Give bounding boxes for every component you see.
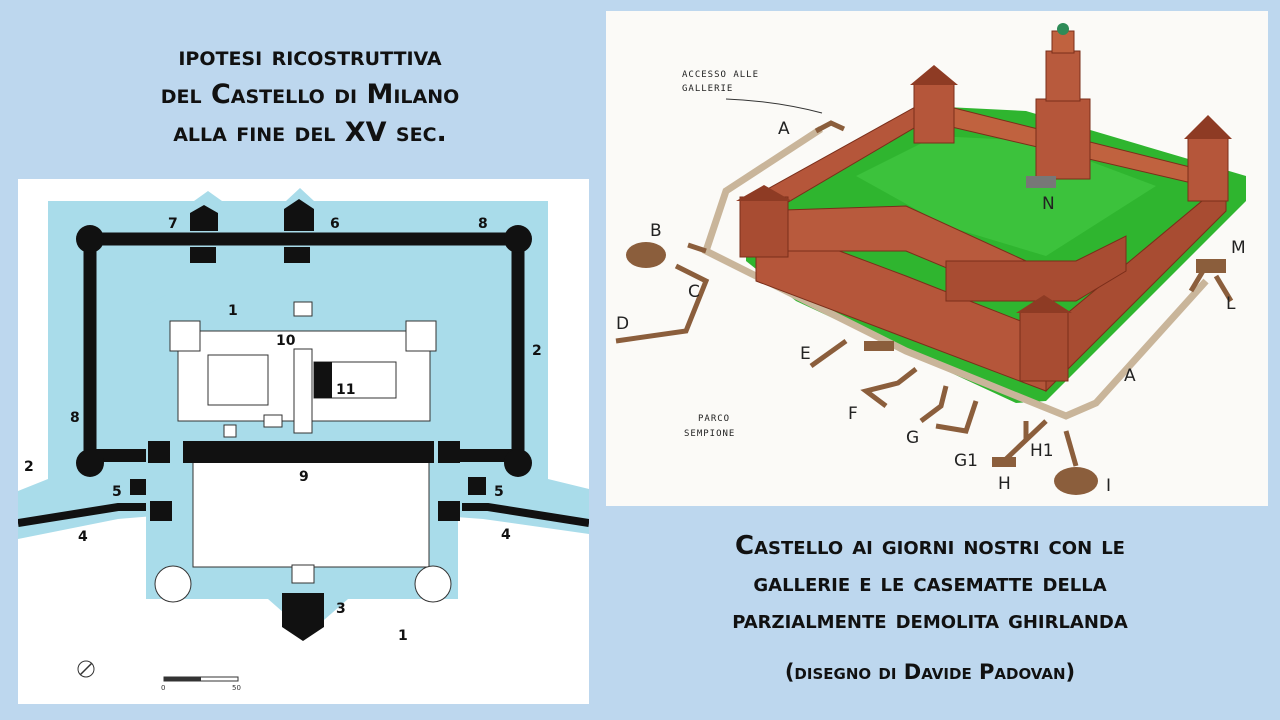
label-8-left: 8	[70, 410, 80, 426]
corner-tower-front-right	[1016, 295, 1072, 382]
label-M: M	[1231, 238, 1246, 258]
casemate-right-1	[438, 441, 460, 463]
small-block-2	[263, 414, 283, 428]
courtyard-marker	[1026, 176, 1056, 188]
label-8-top: 8	[478, 216, 488, 232]
scale-end-label: 50	[232, 684, 241, 692]
wall-9	[183, 441, 434, 463]
casemate-tunnels	[615, 120, 1234, 467]
plan-title-line-1: ipotesi ricostruttiva	[178, 41, 442, 72]
tower-8-right-top	[504, 225, 532, 253]
ravelin-3	[282, 593, 324, 641]
label-F: F	[848, 404, 858, 424]
building-11	[314, 362, 332, 398]
wall-4-left	[18, 503, 146, 527]
label-H1: H1	[1030, 441, 1054, 461]
corner-tower-bottom-left	[154, 565, 192, 603]
isometric-title-line-2: gallerie e le casematte della	[753, 568, 1107, 598]
park-note-line-1: PARCO	[698, 414, 730, 424]
gate-1-top	[293, 301, 313, 317]
filarete-tower	[1035, 23, 1091, 180]
scale-start-label: 0	[161, 684, 165, 692]
label-3: 3	[336, 601, 346, 617]
tower-8-left-top	[76, 225, 104, 253]
access-pointer	[725, 98, 823, 114]
plan-title-line-2: del Castello di Milano	[160, 79, 460, 110]
isometric-title-line-1: Castello ai giorni nostri con le	[735, 531, 1125, 561]
castle-plan-drawing: 7 6 8 1 10 11 2 8 2 9 5 5 4 4 3 1 0 50	[18, 188, 589, 692]
casemate-left-3	[150, 501, 172, 521]
casemate-right-3	[438, 501, 460, 521]
label-N: N	[1042, 194, 1055, 214]
label-1-bottom: 1	[398, 628, 408, 644]
gate-7	[190, 247, 216, 263]
castle-isometric-panel: ACCESSO ALLE GALLERIE PARCO SEMPIONE A B…	[606, 11, 1268, 506]
label-7: 7	[168, 216, 178, 232]
castle-courtyard-lower	[192, 448, 430, 568]
outer-wall	[83, 232, 525, 463]
casemate-right-2	[468, 477, 486, 495]
label-A-top: A	[778, 119, 790, 139]
inner-block	[207, 354, 269, 406]
compass-icon	[77, 660, 95, 678]
label-G1: G1	[954, 451, 978, 471]
casemate-chambers	[626, 242, 1226, 495]
tower-right-bottom	[504, 449, 532, 477]
small-block	[223, 424, 237, 438]
label-L: L	[1226, 294, 1236, 314]
label-5-left: 5	[112, 484, 122, 500]
plan-title-line-3: alla fine del XV sec.	[173, 117, 447, 148]
isometric-title-line-3: parzialmente demolita ghirlanda	[732, 605, 1128, 635]
gate-6	[284, 247, 310, 263]
tower-top-left	[169, 320, 201, 352]
tower-top-right	[405, 320, 437, 352]
castle-isometric-drawing: ACCESSO ALLE GALLERIE PARCO SEMPIONE A B…	[615, 23, 1246, 496]
scale-bar: 0 50	[161, 676, 241, 692]
tower-left	[910, 65, 958, 144]
corridor-10	[293, 348, 313, 434]
label-B: B	[650, 221, 662, 241]
label-1-top: 1	[228, 303, 238, 319]
drawing-credit: (disegno di Davide Padovan)	[784, 660, 1076, 684]
label-I: I	[1106, 476, 1111, 496]
corner-tower-bottom-right	[414, 565, 452, 603]
label-2-right: 2	[532, 343, 542, 359]
outer-wall-bottom-left	[90, 449, 150, 462]
gate-bottom	[291, 564, 315, 584]
label-C: C	[688, 282, 700, 302]
inner-building-corte-ducale	[945, 235, 1127, 302]
label-G: G	[906, 428, 919, 448]
ravelin-6	[284, 199, 314, 231]
label-4-right: 4	[501, 527, 511, 543]
isometric-title: Castello ai giorni nostri con le galleri…	[610, 528, 1250, 639]
label-D: D	[616, 314, 629, 334]
park-note-line-2: SEMPIONE	[684, 429, 735, 439]
label-A-right: A	[1124, 366, 1136, 386]
access-note-line-2: GALLERIE	[682, 84, 733, 94]
label-5-right: 5	[494, 484, 504, 500]
plan-title: ipotesi ricostruttiva del Castello di Mi…	[40, 38, 580, 152]
casemate-left-1	[148, 441, 170, 463]
label-2-left: 2	[24, 459, 34, 475]
ravelin-7	[190, 205, 218, 231]
label-11: 11	[336, 382, 355, 398]
wall-4-right	[462, 503, 589, 527]
label-H: H	[998, 474, 1011, 494]
casemate-left-2	[130, 479, 146, 495]
gallery-ring	[701, 126, 1209, 420]
access-note-line-1: ACCESSO ALLE	[682, 70, 759, 80]
outer-wall-bottom-right	[458, 449, 518, 462]
label-4-left: 4	[78, 529, 88, 545]
castle-plan-panel: 7 6 8 1 10 11 2 8 2 9 5 5 4 4 3 1 0 50	[18, 179, 589, 704]
corner-tower-front-left	[736, 185, 792, 258]
label-6: 6	[330, 216, 340, 232]
tower-left-bottom	[76, 449, 104, 477]
label-10: 10	[276, 333, 296, 349]
tower-right	[1184, 115, 1232, 202]
label-9: 9	[299, 469, 309, 485]
label-E: E	[800, 344, 811, 364]
